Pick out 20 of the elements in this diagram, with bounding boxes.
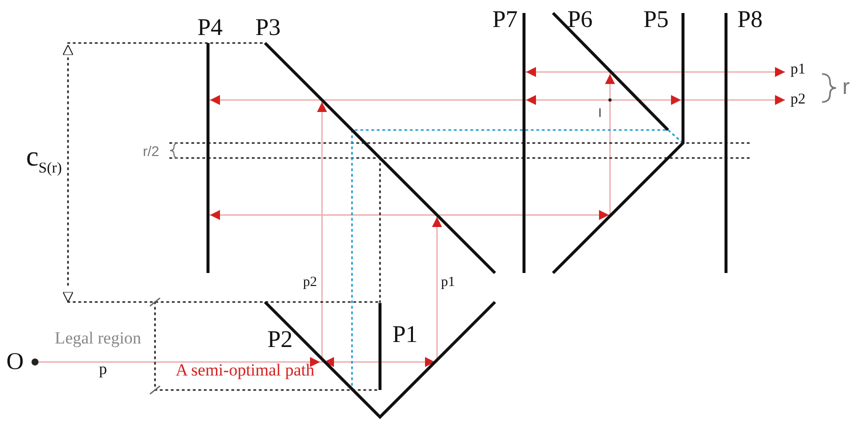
plate-label: P4 — [197, 16, 223, 40]
plate-label: P8 — [737, 8, 763, 32]
plate-label: P6 — [567, 8, 593, 32]
plate-label: P2 — [267, 328, 293, 352]
plate-label: P7 — [492, 8, 518, 32]
plate-label: P1 — [392, 323, 418, 347]
path-label: p2 — [790, 92, 806, 108]
distance-label: c$_{S(r)}$ — [26, 144, 62, 176]
plate-label: P3 — [255, 16, 281, 40]
spacing-label: r — [842, 76, 850, 98]
plate-label: P5 — [643, 8, 669, 32]
tick-label: l — [598, 107, 602, 119]
path-label: p1 — [790, 62, 806, 78]
spacing-label: r/2 — [142, 144, 160, 158]
path-label: p1 — [441, 276, 455, 290]
region-label: Legal region — [54, 330, 142, 346]
path-label: p — [99, 362, 107, 378]
path-label: p2 — [303, 276, 317, 290]
path-caption: A semi-optimal path — [176, 362, 314, 378]
origin-label: O — [6, 350, 24, 374]
